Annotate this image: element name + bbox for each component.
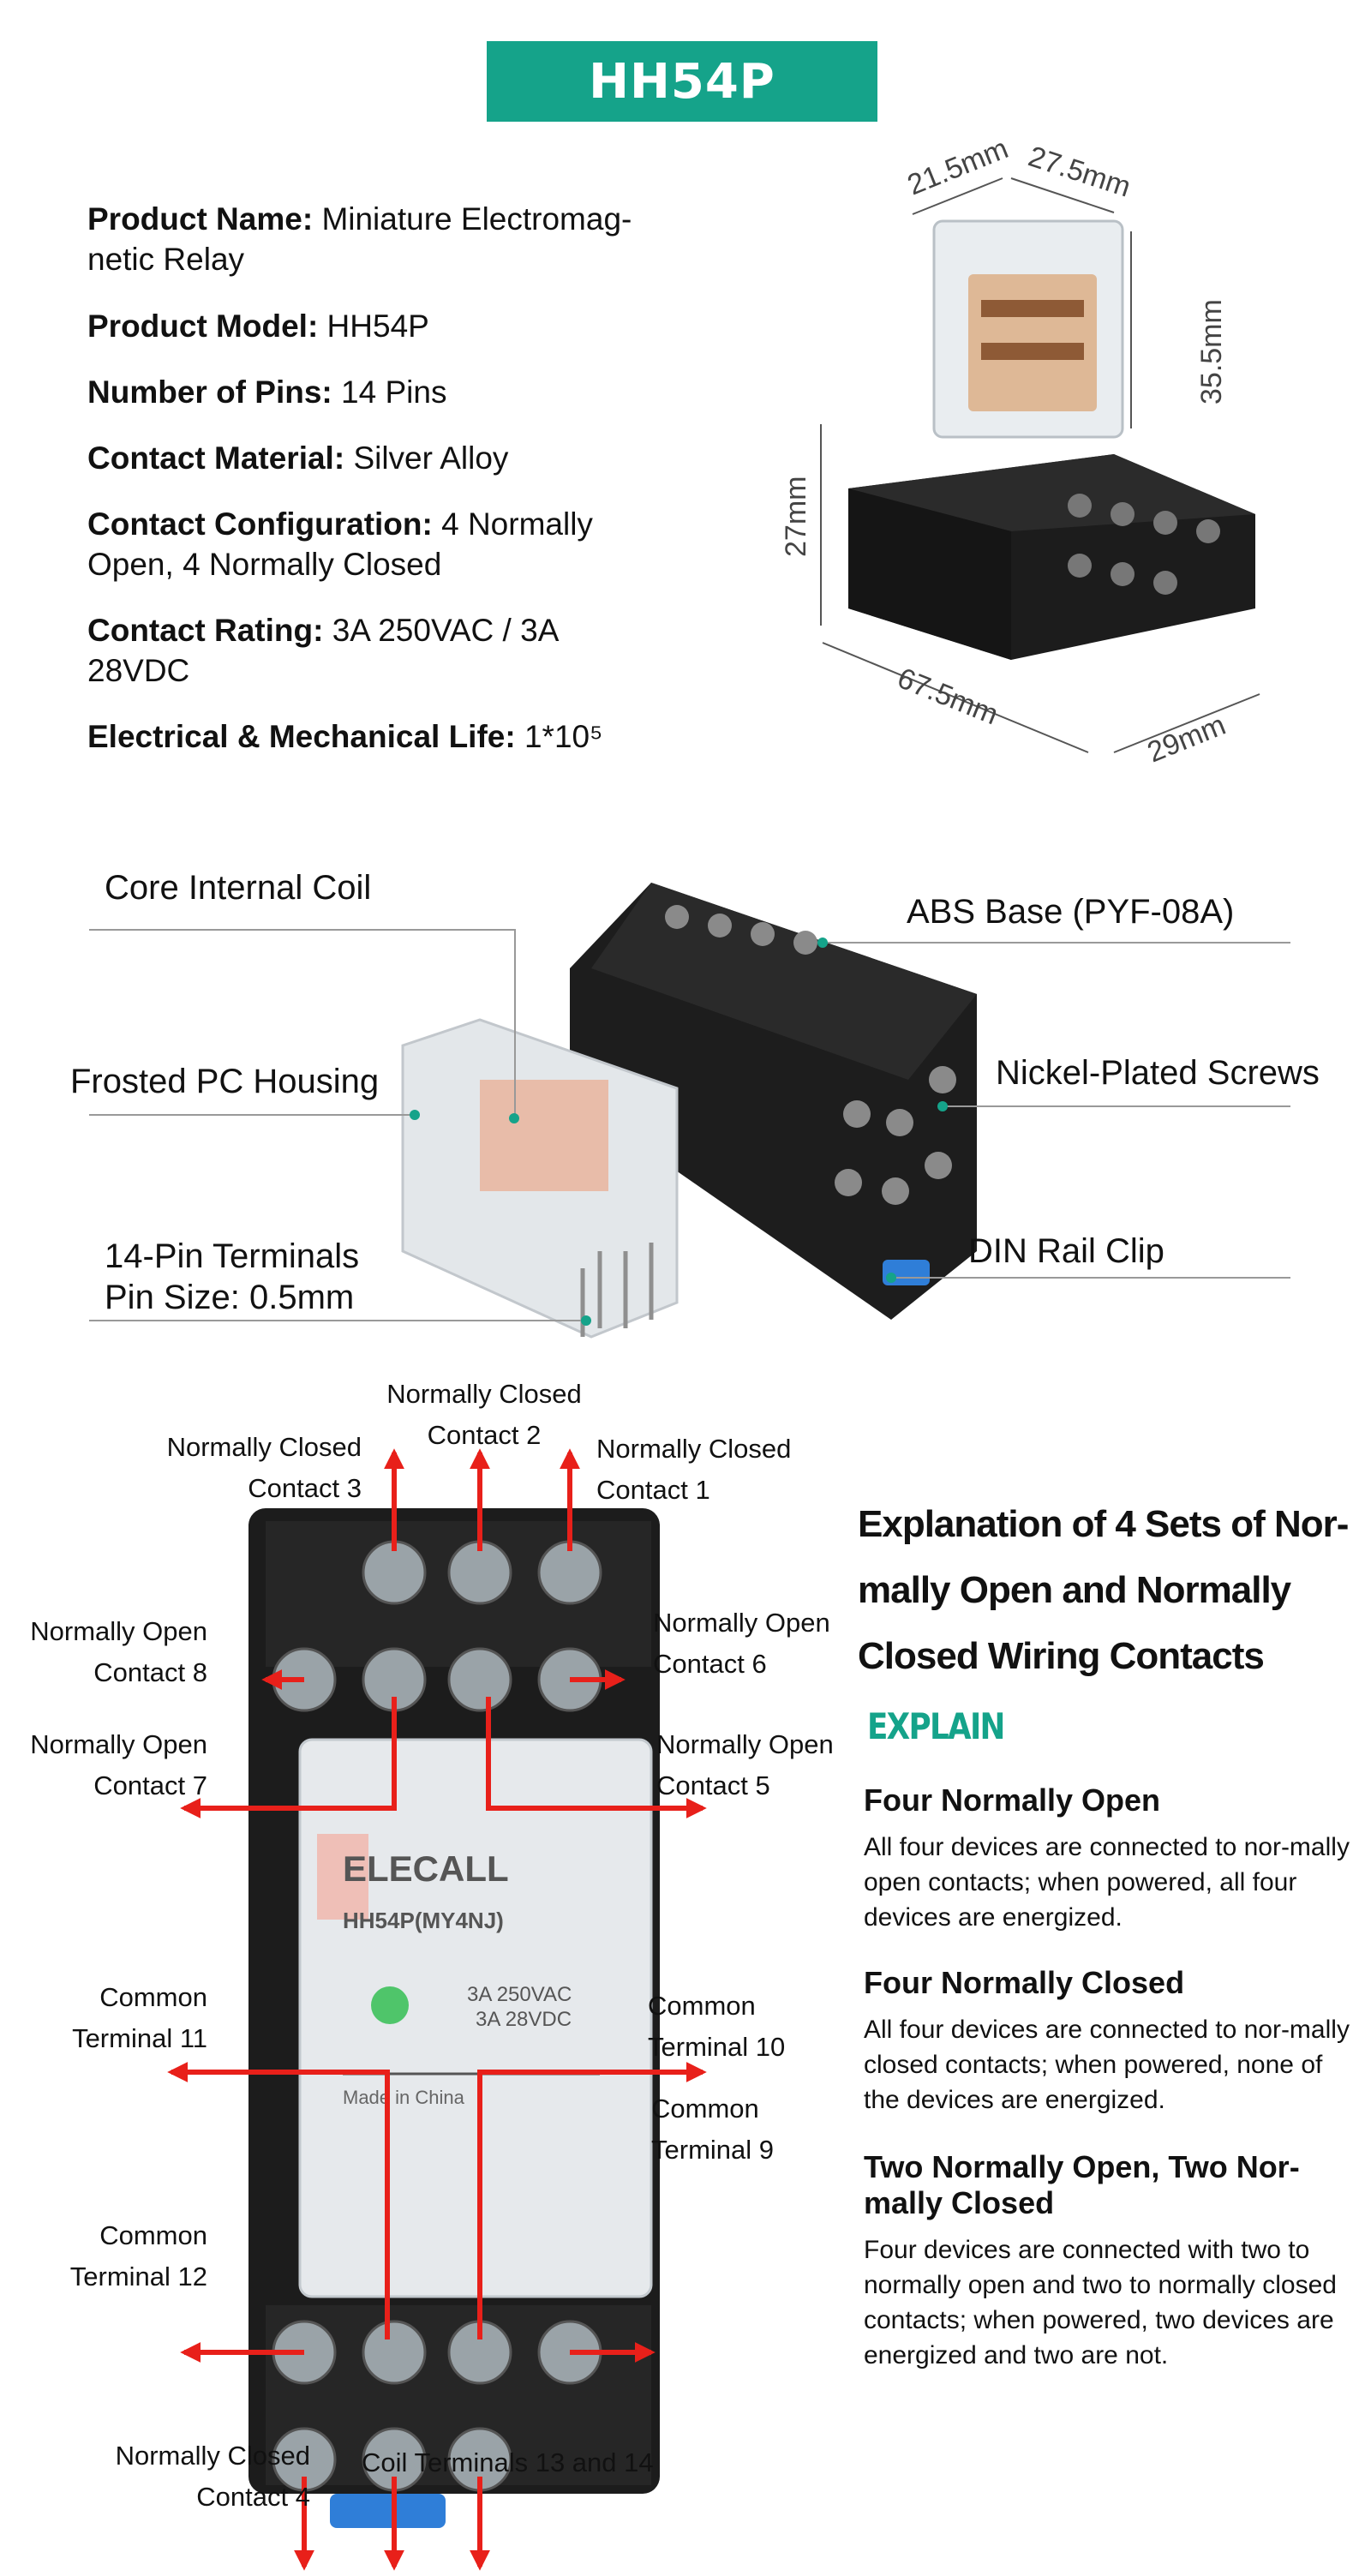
wiring-diagram: ELECALL HH54P(MY4NJ) 3A 250VAC 3A 28VDC … [167, 1448, 707, 2571]
callout-core-internal-coil: Core Internal Coil [105, 869, 372, 907]
callout-abs-base: ABS Base (PYF-08A) [907, 893, 1235, 931]
spec-life: Electrical & Mechanical Life: 1*10⁵ [87, 719, 603, 754]
explanation-body-two-no-two-nc: Four devices are connected with two to n… [864, 2236, 1337, 2369]
relay-model-label: HH54P(MY4NJ) [343, 1908, 504, 1933]
callout-frosted-pc-housing: Frosted PC Housing [70, 1063, 380, 1100]
explanation-heading-four-nc: Four Normally Closed [864, 1965, 1185, 2000]
dim-depth-label: 27.5mm [1025, 140, 1135, 203]
spec-contact-material: Contact Material: Silver Alloy [87, 440, 509, 476]
explanation-body-four-nc: All four devices are connected to nor-ma… [864, 2016, 1350, 2114]
callout-nickel-plated-screws: Nickel-Plated Screws [996, 1054, 1320, 1092]
relay-brand-label: ELECALL [343, 1848, 509, 1889]
explanation-title: Explanation of 4 Sets of Nor- mally Open… [858, 1503, 1349, 1677]
callout-din-rail-clip: DIN Rail Clip [968, 1232, 1164, 1270]
relay-dimension-illustration: 21.5mm 27.5mm 35.5mm 27mm 67.5mm 29mm [780, 132, 1260, 770]
dim-width-label: 21.5mm [903, 132, 1013, 201]
explain-badge: EXPLAIN [867, 1705, 1005, 1747]
explanation-heading-two-no-two-nc: Two Normally Open, Two Nor-mally Closed [864, 2149, 1300, 2220]
explanation-heading-four-no: Four Normally Open [864, 1782, 1161, 1818]
relay-rating-dc-label: 3A 28VDC [476, 2008, 572, 2031]
relay-origin-label: Made in China [343, 2087, 465, 2108]
spec-label: Product Name: [87, 201, 314, 237]
product-model-banner: HH54P [487, 41, 877, 122]
spec-product-name: Product Name: Miniature Electromag-netic… [87, 201, 632, 277]
relay-rating-ac-label: 3A 250VAC [467, 1983, 572, 2006]
spec-product-model: Product Model: HH54P [87, 309, 429, 344]
dim-relay-height-label: 35.5mm [1195, 299, 1228, 404]
dim-base-height-label: 27mm [780, 476, 812, 557]
dim-base-width-label: 29mm [1143, 709, 1230, 770]
spec-number-of-pins: Number of Pins: 14 Pins [87, 374, 447, 410]
exploded-view-illustration [89, 883, 1290, 1339]
dim-base-length-label: 67.5mm [893, 662, 1003, 731]
explanation-body-four-no: All four devices are connected to nor-ma… [864, 1833, 1350, 1932]
label-coil-terminals: Coil Terminals 13 and 14 [362, 2447, 654, 2477]
